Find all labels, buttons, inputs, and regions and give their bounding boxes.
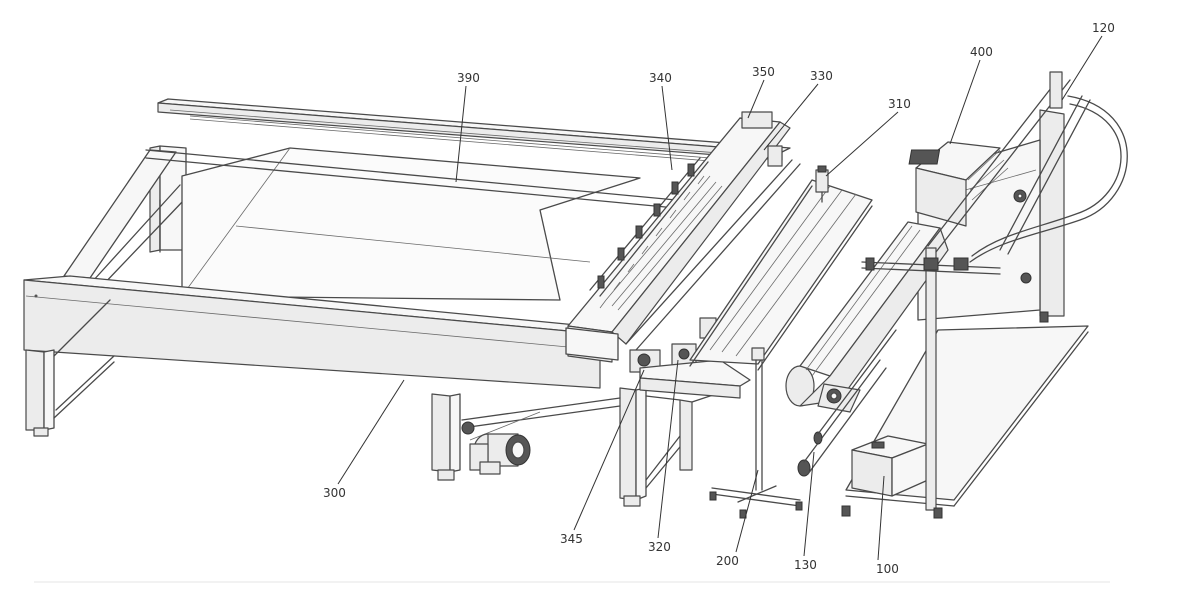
leader-200 xyxy=(735,469,759,553)
fabric-roll xyxy=(785,221,949,407)
leader-400 xyxy=(949,59,981,145)
ref-320: 320 xyxy=(648,540,671,554)
leader-310 xyxy=(825,111,899,177)
leader-350 xyxy=(747,79,765,119)
ref-300: 300 xyxy=(323,486,346,500)
control-panel xyxy=(908,141,1009,227)
ref-345: 345 xyxy=(560,532,583,546)
leader-100 xyxy=(877,475,885,561)
ref-350: 350 xyxy=(752,65,775,79)
ref-130: 130 xyxy=(794,558,817,572)
transfer-table xyxy=(689,165,873,519)
ref-100: 100 xyxy=(876,562,899,576)
leader-340 xyxy=(661,85,673,171)
leader-330 xyxy=(763,83,819,151)
ref-200: 200 xyxy=(716,554,739,568)
leader-130 xyxy=(803,451,815,557)
tool-head-row xyxy=(597,163,695,289)
ref-390: 390 xyxy=(457,71,480,85)
ref-310: 310 xyxy=(888,97,911,111)
leader-lines xyxy=(337,35,1103,561)
leader-320 xyxy=(657,359,679,539)
ref-330: 330 xyxy=(810,69,833,83)
feeding-machine xyxy=(785,71,1128,519)
leader-345 xyxy=(573,369,645,531)
leader-300 xyxy=(337,379,405,485)
ref-400: 400 xyxy=(970,45,993,59)
reference-numerals: 390 340 350 330 310 400 120 300 345 320 … xyxy=(323,21,1115,576)
material-box xyxy=(851,435,929,497)
drive-motor xyxy=(461,421,531,475)
leader-120 xyxy=(1061,35,1103,101)
ref-120: 120 xyxy=(1092,21,1115,35)
leader-390 xyxy=(455,85,467,183)
cutting-table xyxy=(23,98,791,507)
ref-340: 340 xyxy=(649,71,672,85)
cutting-gantry xyxy=(565,111,801,399)
